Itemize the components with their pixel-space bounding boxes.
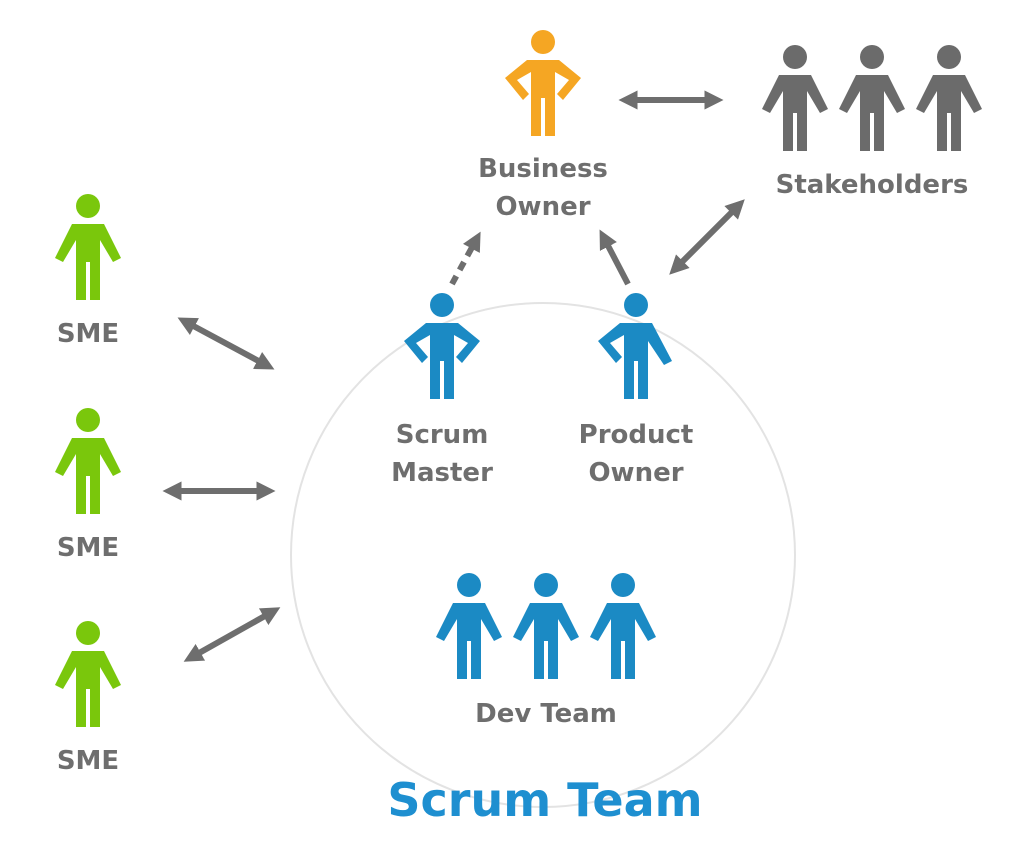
dev-team-group-icon (436, 573, 656, 679)
business-owner-label: Business Owner (478, 154, 608, 222)
scrum-master-label: Scrum Master (391, 420, 493, 488)
developer-person-icon (590, 573, 656, 679)
stakeholders-label: Stakeholders (775, 170, 969, 200)
arrow-sme-3-team (183, 607, 281, 662)
product-owner-label: Product Owner (578, 420, 694, 488)
developer-person-icon (513, 573, 579, 679)
business-owner-person-icon (505, 30, 581, 136)
arrow-product-owner-business-owner (599, 229, 631, 286)
sme-2-person-icon (55, 408, 121, 514)
stakeholder-person-icon (762, 45, 828, 151)
stakeholders-group-icon (762, 45, 982, 151)
sme-3-label: SME (56, 746, 120, 776)
arrow-product-owner-stakeholders (669, 199, 745, 275)
sme-3-person-icon (55, 621, 121, 727)
product-owner-person-icon (598, 293, 672, 399)
dev-team-label: Dev Team (475, 699, 617, 729)
sme-1-person-icon (55, 194, 121, 300)
sme-1-label: SME (56, 319, 120, 349)
stakeholder-person-icon (916, 45, 982, 151)
arrow-sme-1-team (177, 317, 275, 370)
sme-2-label: SME (56, 533, 120, 563)
stakeholder-person-icon (839, 45, 905, 151)
scrum-master-person-icon (404, 293, 480, 399)
connectors (162, 90, 745, 662)
scrum-team-circle (290, 302, 796, 808)
developer-person-icon (436, 573, 502, 679)
scrum-team-title: Scrum Team (387, 773, 703, 827)
arrow-scrum-master-business-owner (449, 231, 481, 286)
